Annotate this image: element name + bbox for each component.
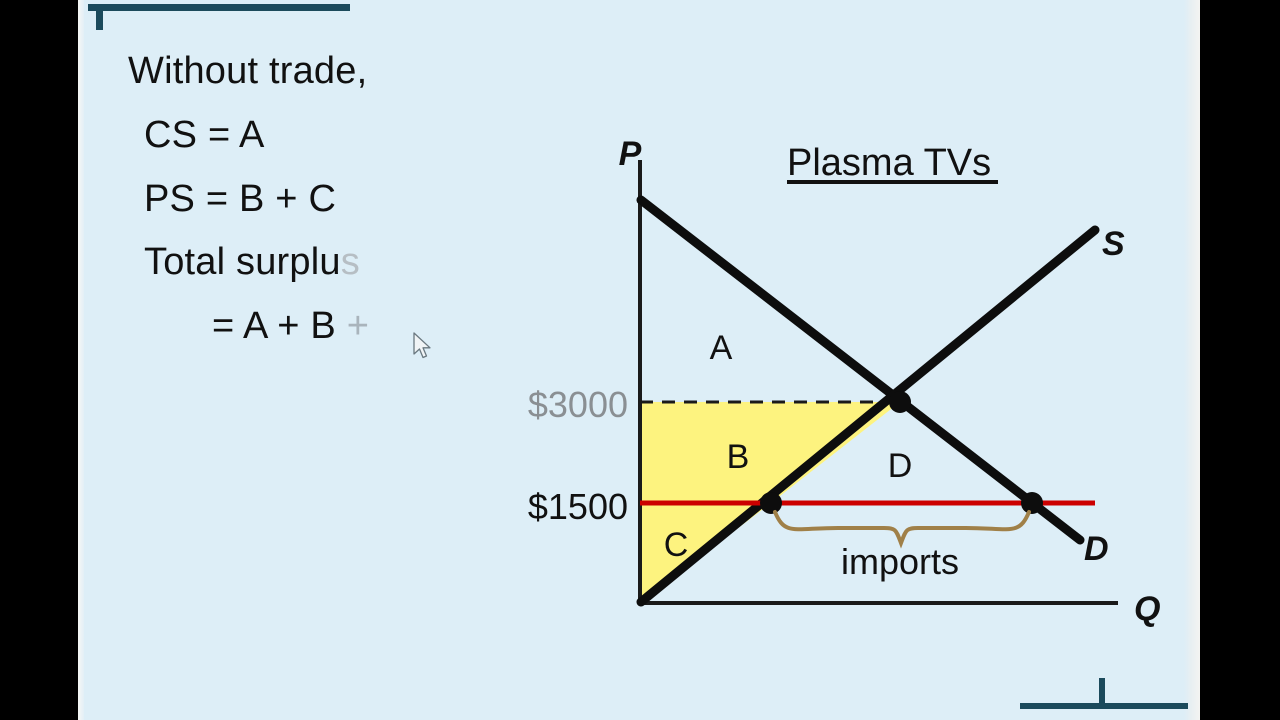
corner-mark-top-left-horizontal <box>88 4 350 11</box>
demand-curve <box>636 195 1085 545</box>
imports-label: imports <box>841 541 959 582</box>
region-label-c: C <box>664 526 689 564</box>
notes-text-block: Without trade, CS = A PS = B + C Total s… <box>128 40 548 359</box>
supply-curve <box>636 225 1100 607</box>
axis-label-p: P <box>619 135 642 173</box>
curve-label-d: D <box>1084 530 1109 568</box>
corner-mark-top-left-vertical <box>96 4 103 30</box>
curve-label-s: S <box>1102 225 1125 263</box>
page-edge-left <box>78 0 84 720</box>
supply-demand-chart: Plasma TVs P Q S D $3000 $1500 A B C D i… <box>528 135 1161 628</box>
notes-line-3: PS = B + C <box>144 177 337 220</box>
notes-line-4-fading: s <box>340 241 360 284</box>
notes-line-5: = A + B + <box>128 295 548 359</box>
page-edge-right <box>1184 0 1200 720</box>
region-label-d: D <box>888 447 913 485</box>
region-label-b: B <box>727 438 750 476</box>
notes-line-4: Total surplus <box>128 231 548 295</box>
notes-line-2: CS = A <box>144 113 265 156</box>
mouse-cursor <box>413 332 431 359</box>
corner-mark-bottom-right-vertical <box>1099 678 1105 709</box>
domestic-demand-point-marker <box>1021 492 1043 514</box>
notes-line-5-main: = A + B <box>212 305 347 348</box>
notes-line-5-fading: + <box>346 305 370 348</box>
region-b-fill <box>640 402 900 503</box>
price-label-1500: $1500 <box>528 486 628 527</box>
price-label-3000: $3000 <box>528 384 628 425</box>
chart-title: Plasma TVs <box>787 142 991 184</box>
notes-line-1: Without trade, <box>128 50 368 92</box>
equilibrium-point-marker <box>889 391 911 413</box>
imports-brace <box>773 510 1031 549</box>
domestic-supply-point-marker <box>760 492 782 514</box>
notes-line-4-main: Total surplu <box>144 241 341 284</box>
slide-canvas: Without trade, CS = A PS = B + C Total s… <box>78 0 1200 720</box>
axis-label-q: Q <box>1134 590 1160 628</box>
region-label-a: A <box>710 329 733 367</box>
